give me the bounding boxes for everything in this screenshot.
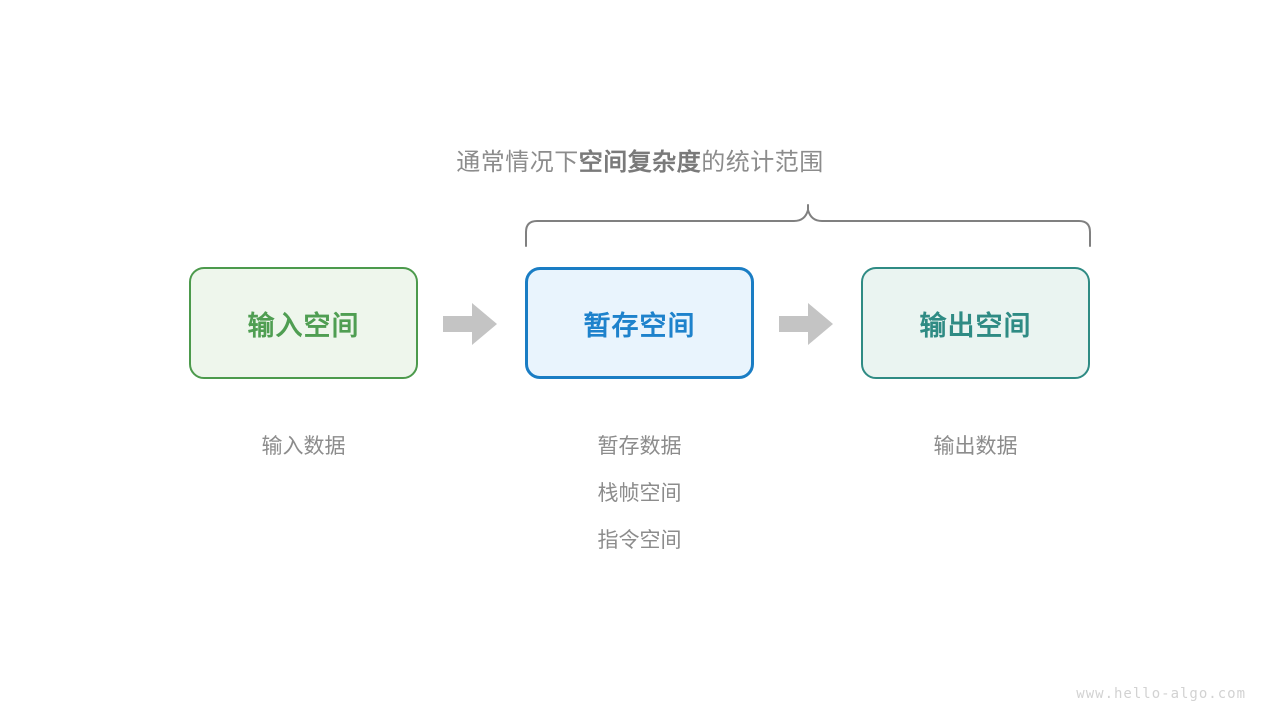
caption-buffer-line-1: 暂存数据 [597, 435, 682, 458]
scope-title-part-1: 通常情况下 [456, 149, 579, 176]
arrow-buffer-to-output-icon [777, 300, 835, 353]
scope-title-part-3: 的统计范围 [701, 149, 824, 176]
caption-buffer-line-3: 指令空间 [597, 529, 682, 552]
caption-output-line-1: 输出数据 [933, 435, 1018, 458]
caption-buffer-line-2: 栈帧空间 [597, 482, 682, 505]
scope-title: 通常情况下空间复杂度的统计范围 [0, 148, 1280, 178]
caption-column-buffer: 暂存数据 栈帧空间 指令空间 [525, 423, 754, 564]
box-input-space-label: 输入空间 [247, 310, 360, 341]
box-input-space: 输入空间 [189, 267, 418, 379]
box-output-space-label: 输出空间 [919, 310, 1032, 341]
box-output-space: 输出空间 [861, 267, 1090, 379]
caption-input-line-1: 输入数据 [261, 435, 346, 458]
watermark: www.hello-algo.com [1076, 686, 1246, 702]
caption-column-input: 输入数据 [189, 423, 418, 470]
arrow-input-to-buffer-icon [441, 300, 499, 353]
box-buffer-space: 暂存空间 [525, 267, 754, 379]
scope-title-part-2: 空间复杂度 [578, 149, 702, 176]
scope-brace [518, 198, 1098, 259]
caption-column-output: 输出数据 [861, 423, 1090, 470]
box-buffer-space-label: 暂存空间 [583, 310, 696, 341]
